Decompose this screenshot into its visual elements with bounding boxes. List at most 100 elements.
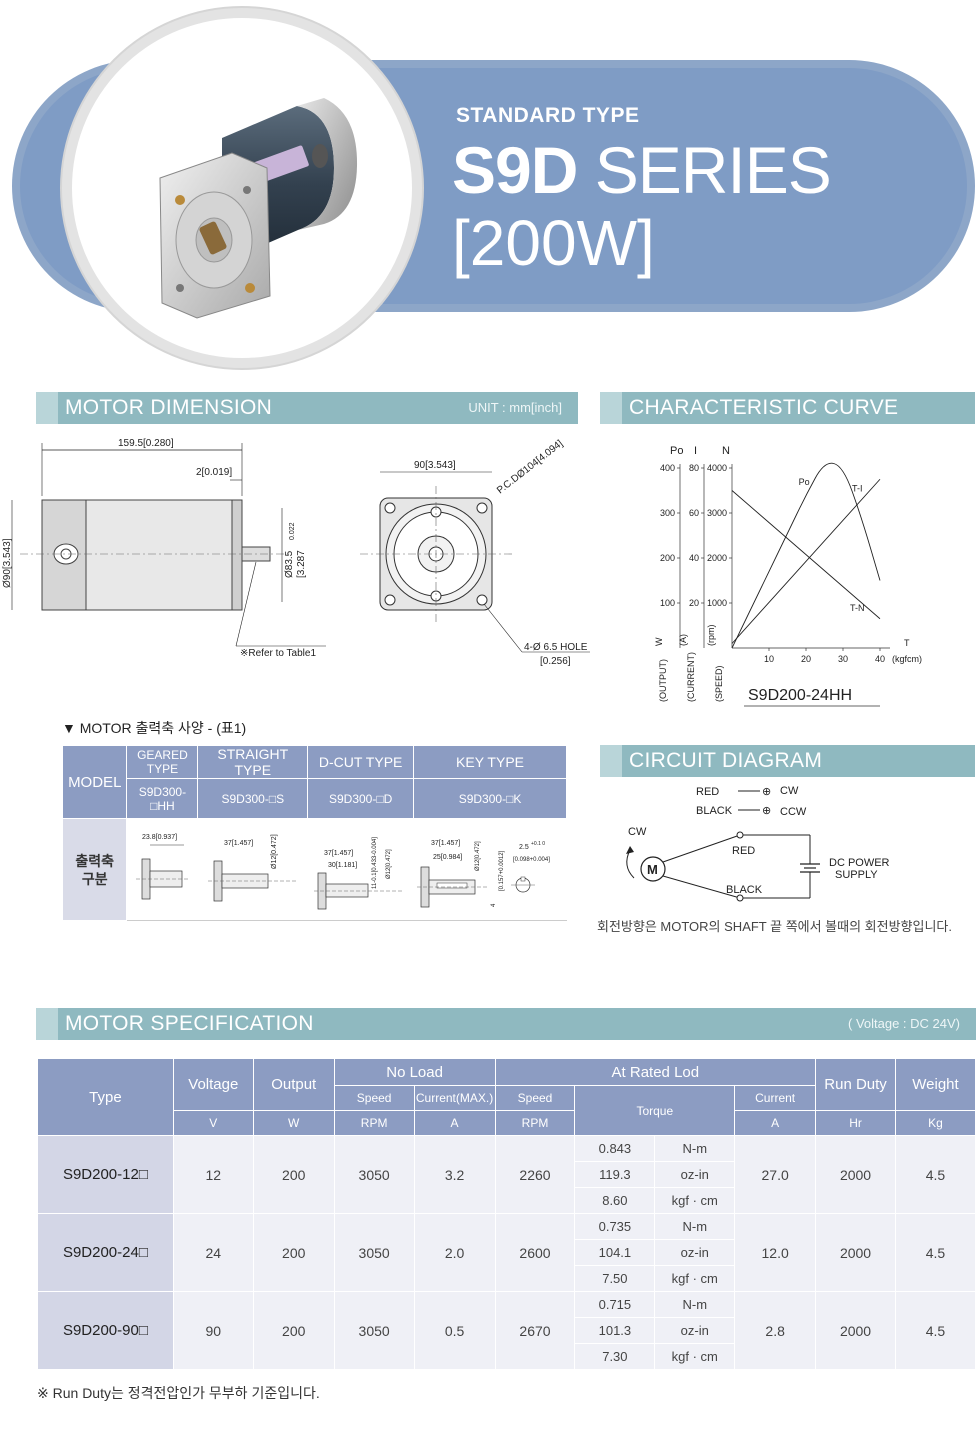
key-width-inch: [0.098+0.004] xyxy=(513,857,550,863)
chart-axes: Po100200300400W(OUTPUT)I20406080(A)(CURR… xyxy=(654,445,922,702)
col-at-rated: At Rated Lod xyxy=(494,1058,817,1086)
section-bar-dimension: MOTOR DIMENSION UNIT : mm[inch] xyxy=(36,392,578,424)
drawing-geared: 23.8[0.937] xyxy=(126,818,199,921)
code-dcut: S9D300-□D xyxy=(307,778,415,819)
torque-value: 104.1 xyxy=(574,1239,656,1266)
row-speed: 2670 xyxy=(494,1291,576,1370)
plus-sign-2: ⊕ xyxy=(762,805,771,817)
row-duty: 2000 xyxy=(815,1291,896,1370)
torque-unit: N-m xyxy=(654,1213,736,1240)
row-nl-current: 0.5 xyxy=(413,1291,496,1370)
axis-tick-label: 300 xyxy=(660,508,675,518)
type-key: KEY TYPE xyxy=(413,745,567,779)
row-duty: 2000 xyxy=(815,1135,896,1214)
section-bar-curve: CHARACTERISTIC CURVE xyxy=(600,392,975,424)
dim-body-dia: Ø90[3.543] xyxy=(2,538,13,588)
curve-label: T-I xyxy=(852,483,863,493)
motor-photo xyxy=(159,98,358,319)
axis-tick-label: 100 xyxy=(660,598,675,608)
torque-unit: oz-in xyxy=(654,1161,736,1188)
axis-unit-label: (A) xyxy=(678,634,688,646)
product-image-frame xyxy=(62,8,422,368)
row-type: S9D200-90□ xyxy=(37,1291,174,1370)
axis-unit-label: (rpm) xyxy=(706,625,716,647)
dim-pilot-dia: Ø83.5 xyxy=(284,550,295,578)
unit-rpm: RPM xyxy=(494,1110,576,1136)
straight-dia: Ø12[0.472] xyxy=(271,834,278,869)
torque-value: 0.735 xyxy=(574,1213,656,1240)
section-title: MOTOR SPECIFICATION xyxy=(65,1012,314,1035)
axis-name-label: (CURRENT) xyxy=(686,652,696,702)
row-current: 27.0 xyxy=(734,1135,817,1214)
torque-value: 119.3 xyxy=(574,1161,656,1188)
x-axis-unit: (kgfcm) xyxy=(892,654,922,664)
axis-tick-label: 200 xyxy=(660,553,675,563)
dim-hole: 4-Ø 6.5 HOLE xyxy=(524,642,588,653)
torque-unit: N-m xyxy=(654,1291,736,1318)
x-tick-label: 10 xyxy=(764,654,774,664)
torque-value: 8.60 xyxy=(574,1187,656,1214)
table-row: S9D200-24□ 24 200 3050 2.0 2600 0.735 N-… xyxy=(37,1213,977,1292)
header-series: S9D SERIES xyxy=(452,132,832,208)
code-straight: S9D300-□S xyxy=(197,778,309,819)
unit-note: UNIT : mm[inch] xyxy=(468,400,562,415)
footnote: ※ Run Duty는 정격전압인가 무부하 기준입니다. xyxy=(37,1385,320,1401)
straight-shaft-drawing: 37[1.457] Ø12[0.472] xyxy=(207,834,296,902)
row-weight: 4.5 xyxy=(894,1213,977,1292)
unit-nl-a: A xyxy=(413,1110,496,1136)
chart-title: S9D200-24HH xyxy=(748,687,852,704)
dim-flange: 90[3.543] xyxy=(414,460,456,471)
dcut-shaft-drawing: 37[1.457] 30[1.181] 11-0.1[0.433-0.004] … xyxy=(313,837,404,910)
curve-label: Po xyxy=(799,477,810,487)
series-word: SERIES xyxy=(577,133,832,207)
torque-value: 0.843 xyxy=(574,1135,656,1162)
torque-value: 7.30 xyxy=(574,1343,656,1370)
axis-header: Po xyxy=(670,445,683,457)
col-type: Type xyxy=(37,1058,174,1136)
section-bar-spec: MOTOR SPECIFICATION ( Voltage : DC 24V) xyxy=(36,1008,976,1040)
unit-hr: Hr xyxy=(815,1110,896,1136)
axis-unit-label: W xyxy=(654,637,664,646)
type-straight: STRAIGHT TYPE xyxy=(197,745,309,779)
col-run-duty: Run Duty xyxy=(815,1058,896,1111)
col-voltage: Voltage xyxy=(172,1058,254,1111)
unit-kg: Kg xyxy=(894,1110,977,1136)
code-geared: S9D300-□HH xyxy=(126,778,199,819)
axis-name-label: (OUTPUT) xyxy=(658,659,668,702)
geared-shaft-drawing: 23.8[0.937] xyxy=(136,834,191,900)
col-current: Current xyxy=(734,1085,817,1111)
key-slot: 25[0.984] xyxy=(433,854,462,861)
dcut-dia: Ø12[0.472] xyxy=(386,849,392,879)
col-speed: Speed xyxy=(494,1085,576,1111)
type-dcut: D-CUT TYPE xyxy=(307,745,415,779)
torque-unit: kgf · cm xyxy=(654,1343,736,1370)
section-bar-circuit: CIRCUIT DIAGRAM xyxy=(600,745,975,777)
shaft-table-heading: ▼ MOTOR 출력축 사양 - (표1) xyxy=(62,720,247,736)
wire-red-label: RED xyxy=(732,845,755,857)
row-voltage: 24 xyxy=(172,1213,254,1292)
chart-curves: PoT-IT-N xyxy=(731,462,881,649)
col-output: Output xyxy=(252,1058,335,1111)
curve-po xyxy=(731,462,881,649)
torque-unit: kgf · cm xyxy=(654,1187,736,1214)
side-label-2: 구분 xyxy=(81,870,108,887)
axis-tick-label: 80 xyxy=(689,463,699,473)
axis-tick-label: 400 xyxy=(660,463,675,473)
motor-symbol xyxy=(640,856,666,882)
x-tick-label: 20 xyxy=(801,654,811,664)
table-row: S9D200-12□ 12 200 3050 3.2 2260 0.843 N-… xyxy=(37,1135,977,1214)
row-voltage: 12 xyxy=(172,1135,254,1214)
col-nl-current: Current(MAX.) xyxy=(413,1085,496,1111)
row-current: 2.8 xyxy=(734,1291,817,1370)
shaft-spec-table: MODEL GEARED TYPE STRAIGHT TYPE D-CUT TY… xyxy=(61,745,567,921)
key-h: 4 xyxy=(491,903,497,907)
row-nl-speed: 3050 xyxy=(333,1291,415,1370)
row-weight: 4.5 xyxy=(894,1135,977,1214)
row-nl-speed: 3050 xyxy=(333,1213,415,1292)
torque-unit: oz-in xyxy=(654,1317,736,1344)
header-subtitle: STANDARD TYPE xyxy=(456,104,640,127)
axis-tick-label: 20 xyxy=(689,598,699,608)
dim-pcd: P.C.DØ104[4.094] xyxy=(495,438,565,496)
section-title: MOTOR DIMENSION xyxy=(65,396,273,419)
col-no-load: No Load xyxy=(333,1058,496,1086)
